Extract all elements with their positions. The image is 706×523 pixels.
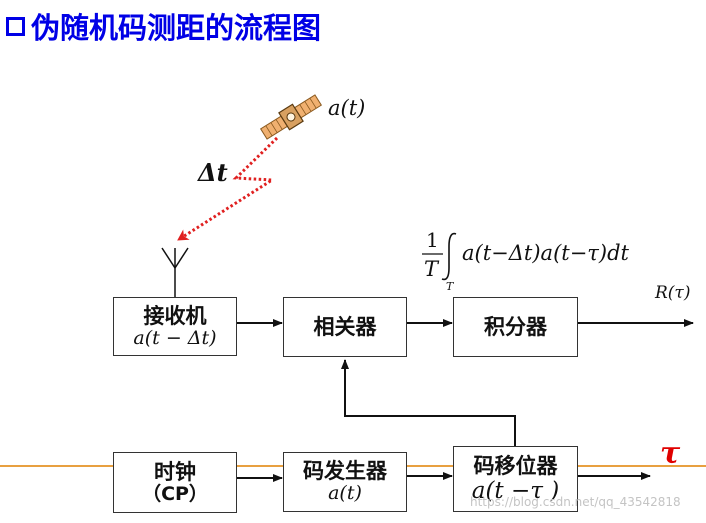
integral-subscript: T bbox=[446, 280, 454, 293]
code-generator-box: 码发生器 a(t) bbox=[283, 452, 407, 512]
delay-label: Δt bbox=[198, 158, 228, 187]
signal-path bbox=[177, 136, 279, 242]
code-shifter-name: 码移位器 bbox=[473, 453, 558, 478]
integral-expression: a(t−Δt)a(t−τ)dt bbox=[462, 241, 629, 265]
arrow-feedback bbox=[341, 359, 516, 447]
satellite-icon bbox=[259, 94, 323, 140]
code-generator-expr: a(t) bbox=[328, 482, 362, 505]
receiver-box: 接收机 a(t − Δt) bbox=[113, 297, 237, 356]
code-shifter-expr: a(t −τ ) bbox=[471, 477, 560, 504]
clock-box: 时钟 （CP） bbox=[113, 452, 237, 513]
receiver-expr: a(t − Δt) bbox=[133, 326, 217, 349]
tau-label: τ bbox=[660, 436, 681, 471]
antenna-icon bbox=[161, 247, 189, 297]
integral-denominator: T bbox=[424, 257, 439, 281]
satellite-signal-label: a(t) bbox=[328, 96, 366, 120]
integrator-box: 积分器 bbox=[453, 297, 578, 357]
clock-sub: （CP） bbox=[142, 482, 208, 505]
page-title: 伪随机码测距的流程图 bbox=[6, 6, 321, 46]
receiver-name: 接收机 bbox=[143, 303, 207, 328]
square-bullet-icon bbox=[6, 16, 25, 36]
correlator-box: 相关器 bbox=[283, 297, 407, 357]
clock-name: 时钟 bbox=[154, 459, 196, 484]
integral-sign bbox=[441, 232, 457, 281]
integrator-name: 积分器 bbox=[484, 314, 547, 339]
code-generator-name: 码发生器 bbox=[303, 459, 387, 483]
watermark: https://blog.csdn.net/qq_43542818 bbox=[470, 495, 681, 509]
integral-numerator: 1 bbox=[426, 228, 439, 252]
output-label: R(τ) bbox=[655, 283, 691, 303]
title-text: 伪随机码测距的流程图 bbox=[31, 11, 322, 45]
correlator-name: 相关器 bbox=[313, 314, 377, 339]
code-shifter-box: 码移位器 a(t −τ ) bbox=[453, 446, 578, 512]
